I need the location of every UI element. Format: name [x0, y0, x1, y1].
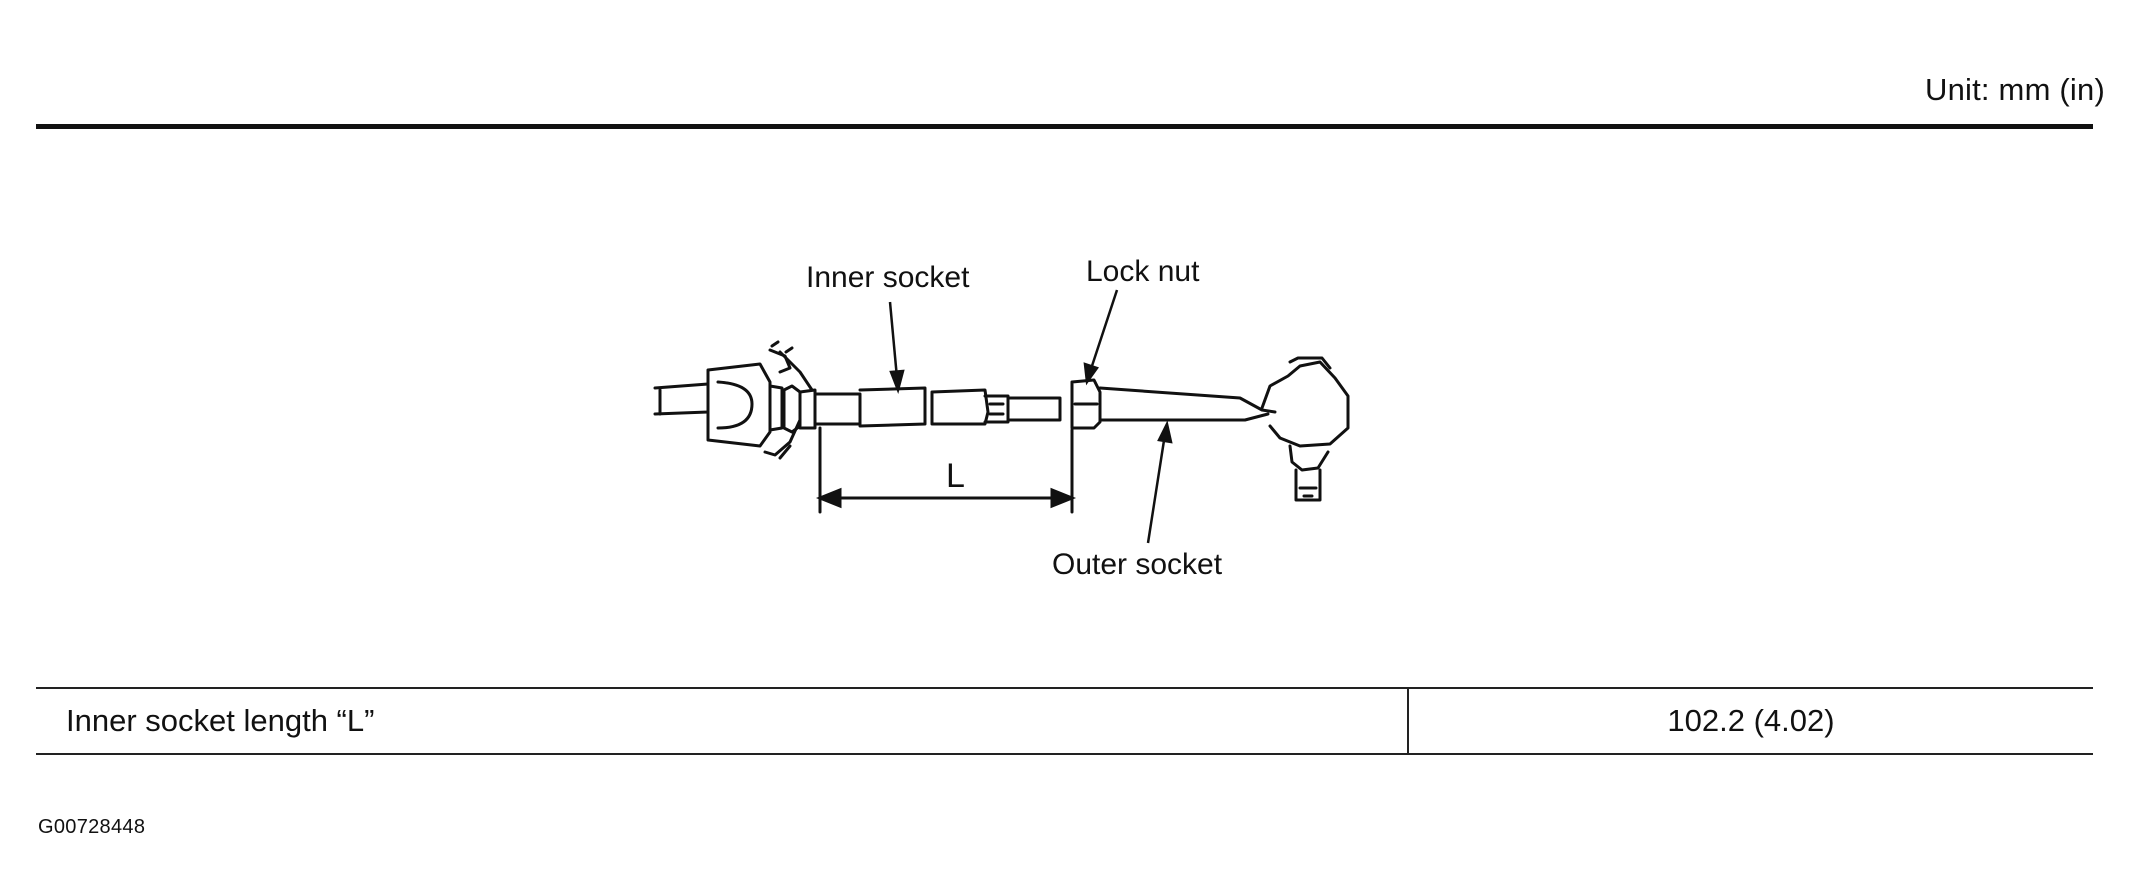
leader-outer-socket [1146, 433, 1167, 544]
dimension-line-L [815, 487, 1077, 509]
callout-lock-nut: Lock nut [1086, 255, 1200, 288]
dimension-label-L: L [946, 457, 965, 495]
unit-label: Unit: mm (in) [1925, 72, 2105, 107]
spec-value: 102.2 (4.02) [1667, 703, 1835, 738]
spec-table: Inner socket length “L” 102.2 (4.02) [36, 687, 2093, 755]
callout-outer-socket: Outer socket [1052, 548, 1223, 581]
inner-socket-shape [798, 386, 1062, 430]
callout-inner-socket: Inner socket [806, 261, 970, 294]
header-rule [36, 124, 2093, 129]
spec-label: Inner socket length “L” [36, 689, 1409, 753]
leader-lock-nut [1088, 289, 1119, 373]
figure-id: G00728448 [38, 816, 146, 838]
outer-socket-shape [1098, 356, 1350, 502]
steering-rack-boot [653, 340, 814, 460]
leader-inner-socket [888, 301, 899, 379]
lock-nut-shape [1070, 378, 1102, 430]
